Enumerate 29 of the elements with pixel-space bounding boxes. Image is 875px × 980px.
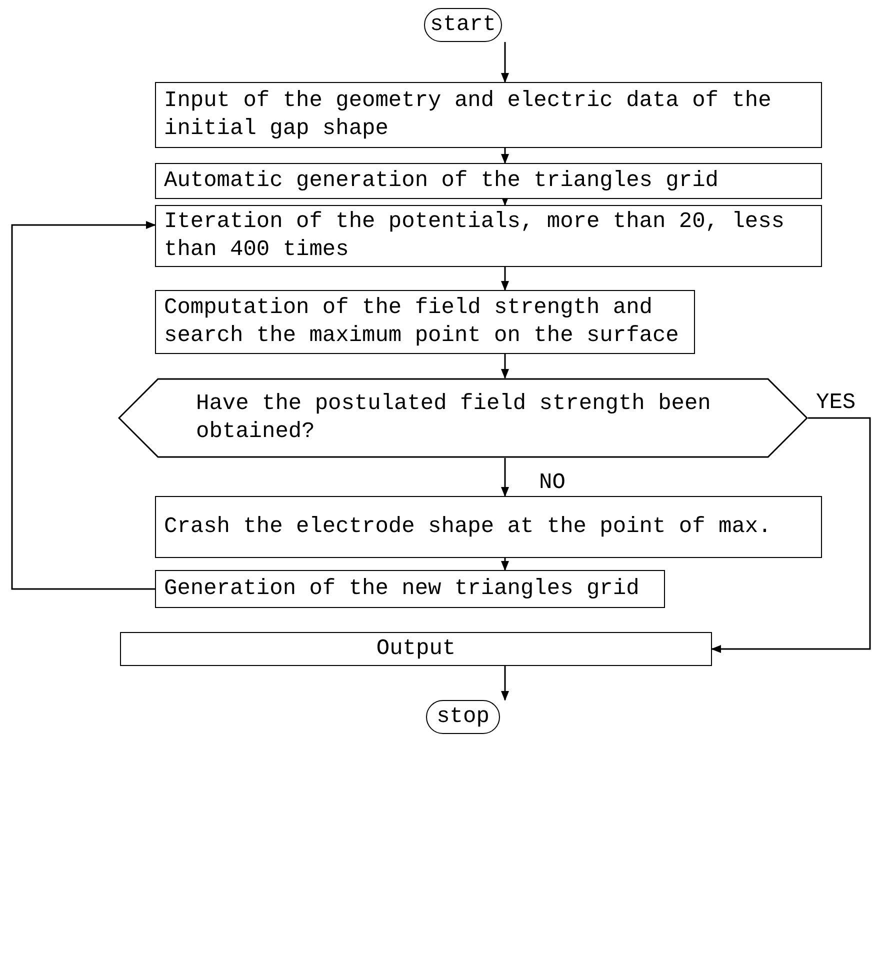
node-text: Computation of the field strength and search the maximum point on the surface [164,294,680,350]
node-text: Output [376,635,456,663]
process-box [155,570,665,608]
node-text: Have the postulated field strength been obtained? [196,390,712,446]
arrow [501,666,509,701]
arrow [501,148,509,164]
arrow [711,417,871,653]
node-text: Automatic generation of the triangles grid [164,167,718,195]
node-text: Input of the geometry and electric data of the initial gap shape [164,87,772,143]
arrow [501,558,509,571]
terminal-pill [426,700,500,734]
process-box [155,496,822,558]
node-text: stop [436,703,490,731]
node-text: Crash the electrode shape at the point of max. [164,513,772,541]
process-box [155,290,695,354]
arrow [501,42,509,83]
arrow [501,267,509,291]
node-text: Generation of the new triangles grid [164,575,640,603]
process-box [155,163,822,199]
node-text: Iteration of the potentials, more than 20, less than 400 times [164,208,786,264]
process-box [120,632,712,666]
node-text: start [430,11,496,39]
process-box [155,205,822,267]
arrow [501,354,509,379]
arrow [11,221,156,590]
process-box [155,82,822,148]
terminal-pill [424,8,502,42]
arrow [501,458,509,497]
decision-hexagon [118,378,808,458]
